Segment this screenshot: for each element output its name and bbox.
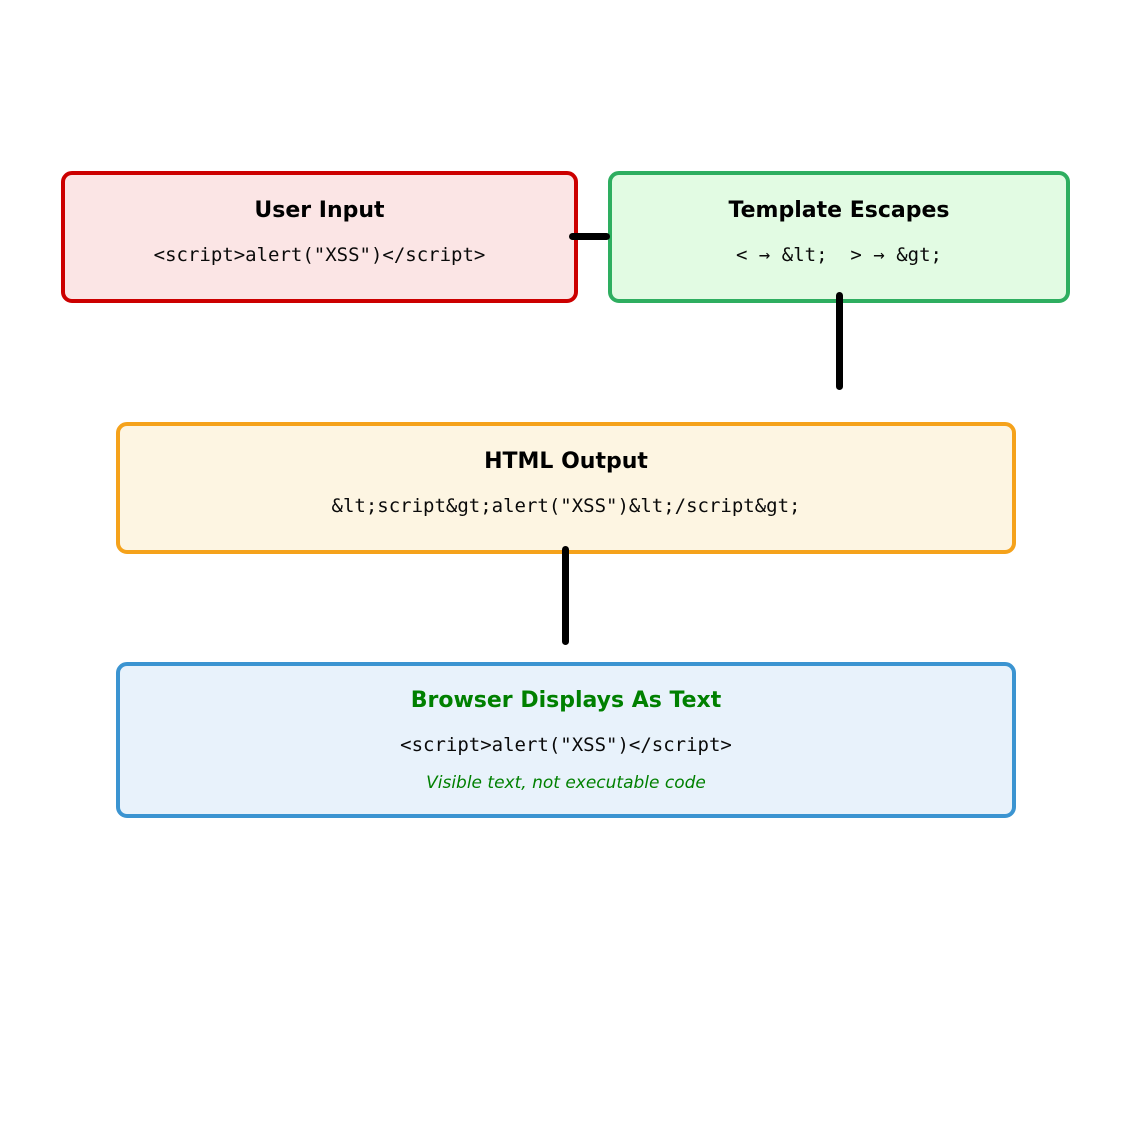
- browser-displays-note: Visible text, not executable code: [426, 772, 706, 793]
- node-user-input: User Input <script>alert("XSS")</script>: [61, 171, 578, 303]
- node-browser-displays-as-text: Browser Displays As Text <script>alert("…: [116, 662, 1016, 818]
- browser-displays-code: <script>alert("XSS")</script>: [400, 733, 732, 756]
- connector-user-input-to-template-escapes: [569, 233, 610, 240]
- connector-html-output-to-browser-displays: [562, 546, 569, 645]
- node-template-escapes: Template Escapes < → &lt; > → &gt;: [608, 171, 1070, 303]
- node-html-output: HTML Output &lt;script&gt;alert("XSS")&l…: [116, 422, 1016, 554]
- user-input-code: <script>alert("XSS")</script>: [153, 244, 486, 266]
- template-escapes-title: Template Escapes: [728, 198, 950, 223]
- template-escapes-code: < → &lt; > → &gt;: [736, 244, 942, 266]
- user-input-title: User Input: [254, 198, 385, 223]
- connector-template-escapes-to-html-output: [836, 292, 843, 390]
- html-output-code: &lt;script&gt;alert("XSS")&lt;/script&gt…: [331, 495, 801, 517]
- html-output-title: HTML Output: [484, 449, 648, 474]
- browser-displays-title: Browser Displays As Text: [410, 687, 722, 713]
